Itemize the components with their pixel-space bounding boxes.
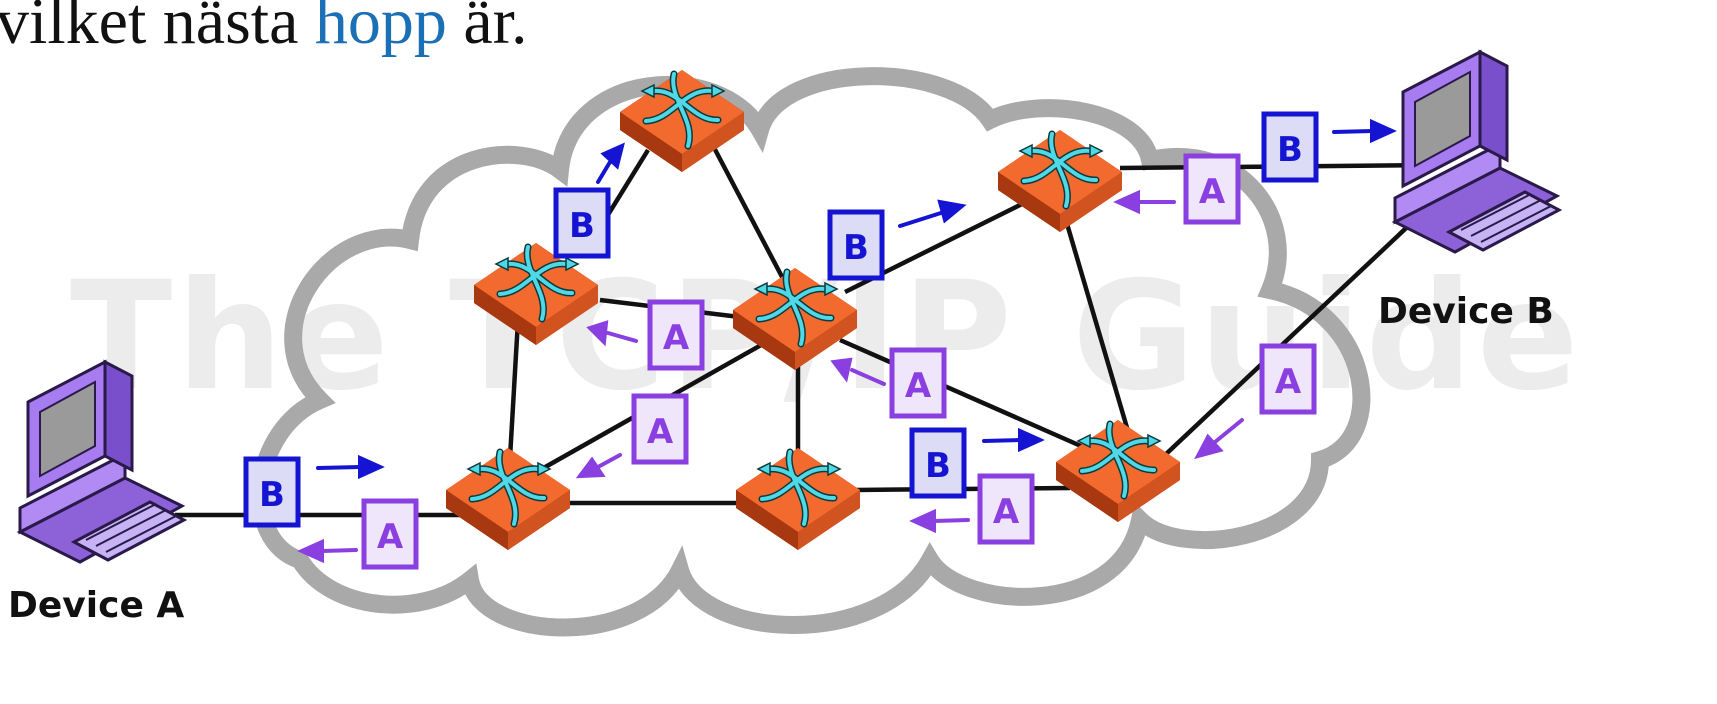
- packet-a-label: A: [647, 412, 674, 452]
- packet-b: B: [827, 209, 885, 281]
- packet-b-label: B: [925, 446, 951, 486]
- packet-b-label: B: [843, 228, 869, 268]
- packet-b: B: [1261, 111, 1319, 183]
- packet-b-label: B: [569, 206, 595, 246]
- packet-a: A: [361, 498, 419, 570]
- caption-hop-link[interactable]: hopp: [314, 0, 447, 58]
- packet-a-label: A: [663, 318, 690, 358]
- router-lower-center: [736, 448, 860, 550]
- network-cloud: [251, 67, 1371, 637]
- caption-suffix: är.: [446, 0, 528, 58]
- packet-a: A: [1259, 343, 1317, 415]
- packet-a: A: [1183, 153, 1241, 225]
- packet-a-label: A: [377, 517, 404, 557]
- packet-a-label: A: [993, 492, 1020, 532]
- packet-arrows: [297, 118, 1397, 564]
- packet-a: A: [647, 299, 705, 371]
- packet-b-label: B: [259, 475, 285, 515]
- packet-a: A: [977, 473, 1035, 545]
- packet-b: B: [553, 187, 611, 259]
- device-b-label: Device B: [1378, 291, 1554, 332]
- packet-a: A: [631, 393, 689, 465]
- device-b-computer-icon: [1393, 50, 1561, 254]
- packet-a-label: A: [1199, 172, 1226, 212]
- caption-prefix: vilket nästa: [0, 0, 315, 58]
- packet-a-label: A: [1275, 362, 1302, 402]
- packet-b: B: [909, 427, 967, 499]
- packets: B B B B B A A A: [243, 111, 1319, 570]
- packet-b: B: [243, 456, 301, 528]
- device-a-label: Device A: [8, 585, 184, 626]
- packet-a-label: A: [905, 366, 932, 406]
- packet-a: A: [889, 347, 947, 419]
- packet-b-label: B: [1277, 130, 1303, 170]
- router-upper-right: [998, 130, 1122, 232]
- caption: vilket nästa hopp är.: [0, 0, 528, 61]
- router-lower-right: [1056, 420, 1180, 522]
